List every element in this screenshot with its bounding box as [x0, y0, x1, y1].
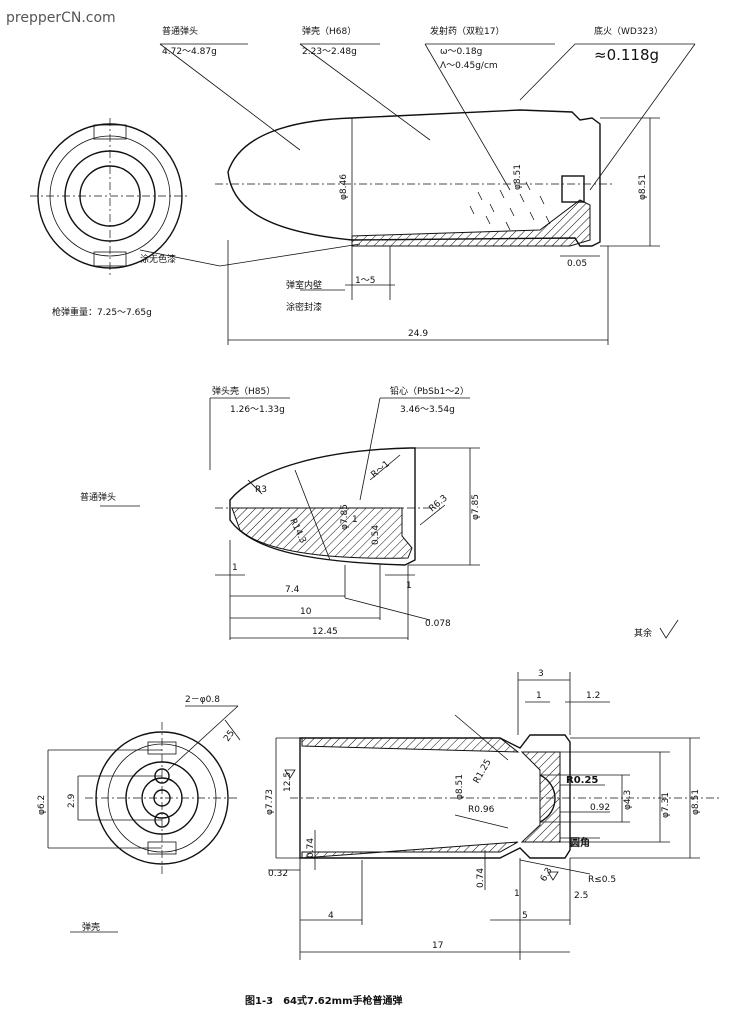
finish-note: 其余 — [634, 627, 652, 639]
finish-check-mark — [659, 619, 679, 639]
dim-d8-51a: φ8.51 — [513, 164, 523, 190]
powder-omega: ω～0.18g — [440, 47, 482, 57]
bullet-side-view — [100, 397, 679, 640]
bullet-side-label: 普通弹头 — [80, 491, 116, 503]
finish-6-3: 6.3 — [539, 866, 555, 883]
dim-10: 10 — [300, 607, 312, 617]
lacquer-label: 涂无色漆 — [140, 253, 176, 265]
finish-12-5: 12.5 — [283, 772, 293, 792]
dim-one-c: 1 — [352, 515, 358, 525]
dim-d8-51: φ8.51 — [455, 774, 465, 800]
powder-label: 发射药（双粒17） — [430, 25, 504, 37]
powder-texture — [469, 181, 551, 231]
dim-2-5: 2.5 — [574, 891, 588, 901]
dim-r-0-5: R≤0.5 — [588, 875, 616, 885]
dim-5: 5 — [522, 911, 528, 921]
dim-1a: 1 — [536, 691, 542, 701]
chamber-label: 弹室内壁 — [286, 279, 322, 291]
dim-d7-85a: φ7.85 — [340, 504, 350, 530]
dim-d8-46: φ8.46 — [339, 174, 349, 200]
dim-r-dash-1: R～1 — [370, 459, 393, 480]
watermark-text: prepperCN.com — [6, 10, 116, 26]
dim-12-45: 12.45 — [312, 627, 338, 637]
core-weight: 3.46～3.54g — [400, 405, 455, 415]
cartridge-end-view — [30, 118, 190, 276]
dim-angle-25: 25 — [222, 729, 237, 744]
dim-1-2: 1.2 — [586, 691, 600, 701]
dim-0-54: 0.54 — [371, 525, 381, 545]
bullet-weight: 4.72～4.87g — [162, 47, 217, 57]
total-weight: 枪弹重量：7.25～7.65g — [52, 306, 152, 318]
dim-3: 3 — [538, 669, 544, 679]
dim-r0-96: R0.96 — [468, 805, 495, 815]
dim-d7-73: φ7.73 — [265, 789, 275, 815]
dim-0-078: 0.078 — [425, 619, 451, 629]
powder-lambda: Λ～0.45g/cm — [440, 61, 498, 71]
sealant-label: 涂密封漆 — [286, 301, 322, 313]
dim-length: 24.9 — [408, 329, 428, 339]
dim-d7-85b: φ7.85 — [471, 494, 481, 520]
dim-0-32: 0.32 — [268, 869, 288, 879]
dim-1to5: 1～5 — [355, 276, 375, 286]
dim-d8-51b: φ8.51 — [691, 789, 701, 815]
dim-17: 17 — [432, 941, 443, 951]
dim-one-b: 1 — [406, 581, 412, 591]
dim-2-9: 2.9 — [67, 793, 77, 808]
bullet-label: 普通弹头 — [162, 25, 198, 37]
dim-one-a: 1 — [232, 563, 238, 573]
dim-d6-2: φ6.2 — [37, 795, 47, 815]
dim-d8-51b: φ8.51 — [638, 174, 648, 200]
dim-7-4: 7.4 — [285, 585, 300, 595]
core-label: 铅心（PbSb1～2） — [390, 385, 469, 397]
dim-0-05: 0.05 — [567, 259, 587, 269]
jacket-label: 弹头壳（H85） — [212, 385, 275, 397]
dim-r1-25: R1.25 — [472, 758, 494, 786]
dim-0-74a: 0.74 — [306, 838, 316, 858]
dim-1b: 1 — [514, 889, 520, 899]
primer-label: 底火（WD323） — [594, 25, 663, 37]
dim-0-74b: 0.74 — [476, 868, 486, 888]
cartridge-side-view — [139, 43, 696, 345]
dim-d4-3: φ4.3 — [623, 790, 633, 810]
case-end-view — [47, 705, 241, 874]
case-side-label: 弹壳 — [82, 921, 100, 933]
round-corner-label: 圆角 — [570, 836, 590, 849]
dim-d7-31: φ7.31 — [661, 792, 671, 818]
bullet-nose-outline — [227, 117, 353, 241]
figure-caption: 图1-3 64式7.62mm手枪普通弹 — [245, 994, 403, 1007]
primer-weight: ≈0.118g — [594, 46, 659, 64]
dim-0-92: 0.92 — [590, 803, 610, 813]
case-section-view — [70, 672, 720, 960]
case-weight: 2.23～2.48g — [302, 47, 357, 57]
hole-label: 2－φ0.8 — [185, 695, 220, 705]
jacket-weight: 1.26～1.33g — [230, 405, 285, 415]
dim-r3: R3 — [255, 485, 267, 495]
dim-r6-3: R6.3 — [428, 493, 450, 514]
dim-4: 4 — [328, 911, 334, 921]
case-label: 弹壳（H68） — [302, 25, 356, 37]
dim-r0-25: R0.25 — [566, 775, 598, 786]
bullet-jacket-outline — [229, 447, 416, 566]
primer-pocket — [561, 175, 585, 203]
